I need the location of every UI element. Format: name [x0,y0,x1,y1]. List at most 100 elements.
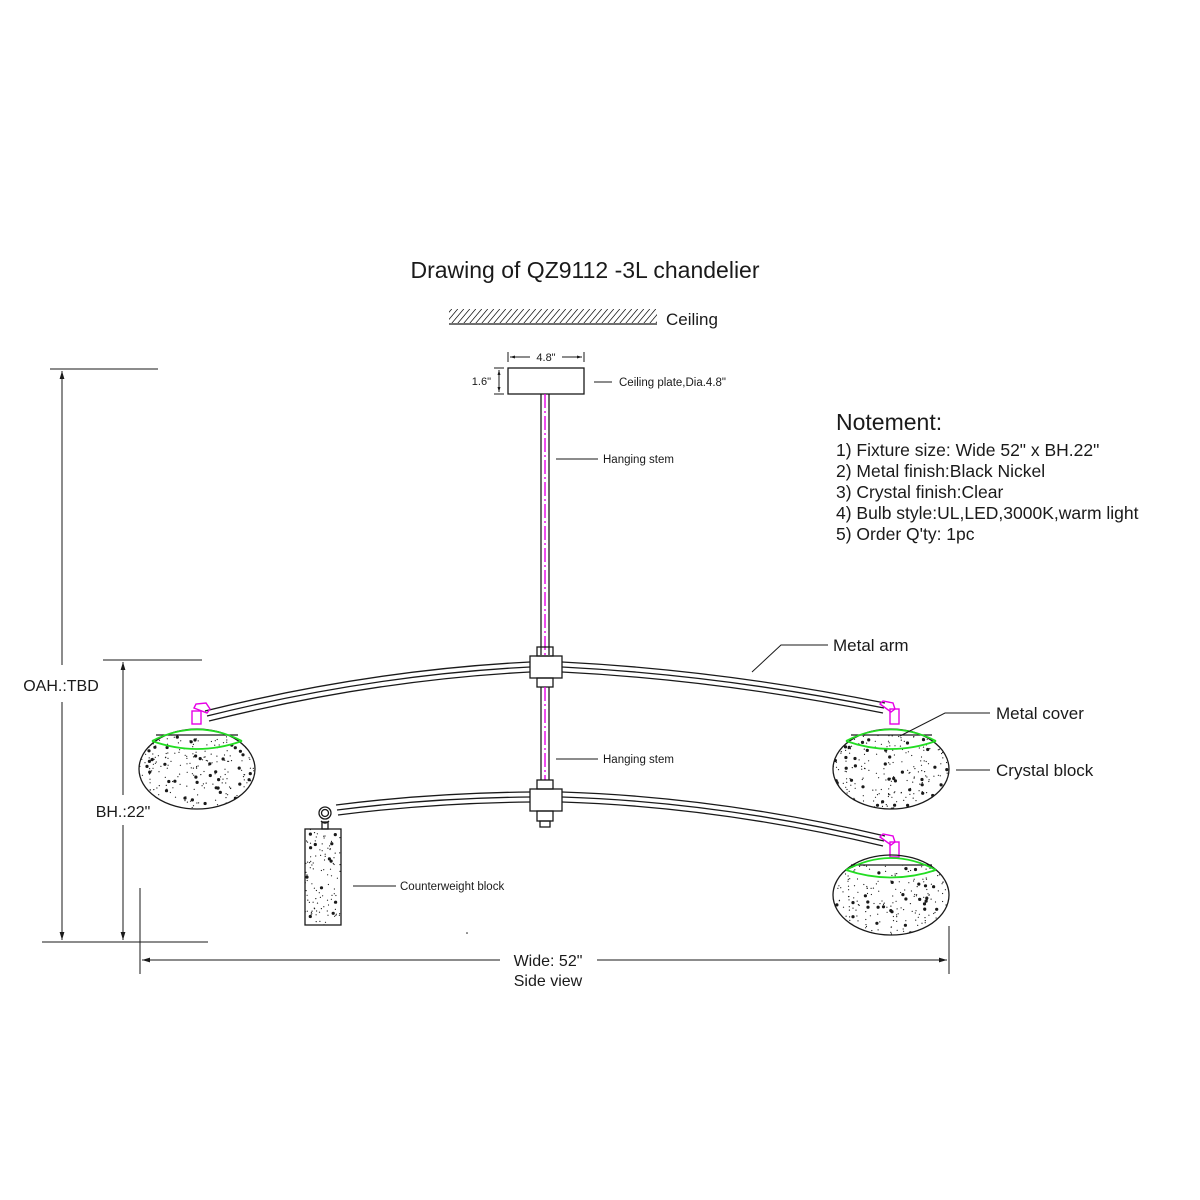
stipple-dot [309,846,313,850]
stipple-dot [833,921,835,923]
stipple-dot [205,782,207,784]
stipple-dot [193,738,197,742]
stipple-dot [845,760,847,762]
stipple-dot [943,927,945,929]
stipple-dot [253,782,255,784]
stipple-dot [930,883,933,885]
stipple-dot [942,892,944,895]
stipple-dot [221,782,223,784]
stipple-dot [879,903,881,905]
stipple-dot [890,784,892,787]
stipple-dot [148,773,151,775]
stipple-dot [311,913,313,915]
stipple-dot [914,768,916,770]
stipple-dot [308,832,312,836]
stipple-dot [917,882,921,886]
stipple-dot [843,933,845,935]
stipple-dot [184,754,186,756]
stipple-dot [322,895,324,897]
stipple-dot [862,741,865,743]
stipple-dot [915,910,917,912]
stipple-dot [833,868,837,872]
stipple-dot [312,901,314,903]
stipple-dot [917,924,919,927]
stipple-dot [834,753,836,756]
stipple-dot [847,875,849,877]
stipple-dot [148,757,150,759]
stipple-dot [253,798,255,800]
stipple-dot [220,792,222,794]
stipple-dot [156,803,159,805]
stipple-dot [216,761,218,763]
stipple-dot [924,920,926,922]
stipple-dot [887,740,890,742]
stipple-dot [228,760,230,763]
stipple-dot [323,859,326,861]
stipple-dot [918,747,920,749]
stipple-dot [887,777,891,781]
stipple-dot [330,875,333,877]
stipple-dot [310,860,312,863]
stipple-dot [194,775,198,779]
bh-label: BH.:22" [96,804,151,821]
stipple-dot [859,865,861,868]
stipple-dot [333,857,335,859]
stipple-dot [947,915,949,917]
stipple-dot [834,808,837,809]
stipple-dot [914,893,916,896]
stipple-dot [308,901,310,904]
stipple-dot [853,738,856,740]
stipple-dot [847,878,849,881]
metal-arm-callout: Metal arm [833,636,909,655]
wide-dimension [139,888,950,974]
stipple-dot [222,742,225,744]
stipple-dot [214,770,218,774]
stipple-dot [947,736,949,738]
stipple-dot [841,742,843,744]
stipple-dot [149,782,151,784]
stipple-dot [198,802,200,804]
stipple-dot [888,788,890,790]
stipple-dot [909,787,912,790]
stipple-dot [175,735,179,739]
stipple-dot [323,837,325,839]
stipple-dot [321,843,323,845]
stipple-dot [242,776,245,778]
stipple-dot [835,934,837,935]
stipple-dot [944,746,947,748]
stipple-dot [227,760,229,762]
stipple-dot [225,736,228,738]
stipple-dot [849,778,851,780]
stipple-dot [226,739,228,741]
stipple-dot [837,769,840,771]
stipple-dot [323,906,325,908]
stipple-dot [905,796,907,798]
stipple-dot [851,767,853,769]
note-item: 2) Metal finish:Black Nickel [836,461,1046,481]
stipple-dot [152,767,154,769]
stipple-dot [905,920,907,922]
stipple-dot [206,760,209,762]
stipple-dot [221,757,225,761]
stipple-dot [308,914,312,919]
stipple-dot [320,908,322,910]
stipple-dot [195,780,199,785]
stipple-dot [880,788,882,791]
stipple-dot [849,878,851,880]
stipple-dot [896,929,898,931]
stipple-dot [837,931,839,933]
stipple-dot [945,768,949,772]
stipple-dot [189,800,192,802]
stipple-dot [153,735,156,737]
stipple-dot [202,783,204,785]
stipple-dot [878,890,880,892]
stipple-dot [847,745,851,749]
stipple-dot [309,867,311,869]
stipple-dot [305,840,308,842]
stipple-dot [319,896,321,899]
stipple-dot [847,801,850,803]
stipple-dot [877,929,879,931]
stipple-dot [941,795,943,797]
oah-label: OAH.:TBD [23,678,99,695]
stipple-dot [945,904,947,906]
